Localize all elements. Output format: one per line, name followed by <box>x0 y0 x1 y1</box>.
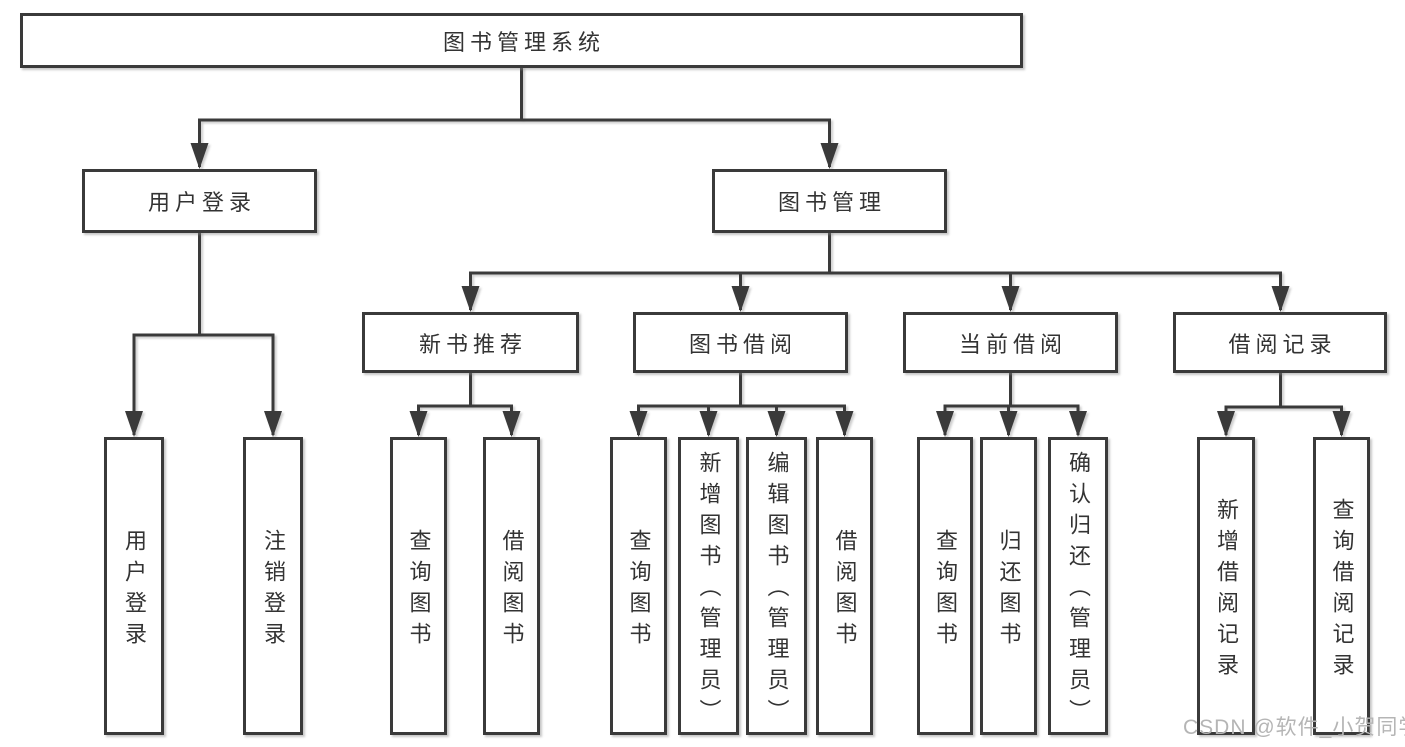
node-root-label: 图书管理系统 <box>442 29 605 55</box>
arrowhead <box>699 411 718 437</box>
arrowhead <box>835 411 854 437</box>
csdn-watermark: CSDN @软件_小贺同学 <box>1183 716 1405 739</box>
leaf-label: 查询图书 <box>933 528 958 653</box>
leaf-newbook-borrow-books: 借阅图书 <box>483 437 540 735</box>
node-user-login-module: 用户登录 <box>82 169 317 233</box>
leaf-label: 借阅图书 <box>499 528 525 653</box>
connector-borrow-record-to-leaves <box>1224 405 1343 435</box>
node-label: 新书推荐 <box>418 331 527 357</box>
arrowhead <box>1332 411 1351 437</box>
leaf-newbook-query-books: 查询图书 <box>390 437 447 735</box>
arrowhead <box>767 411 786 437</box>
leaf-borrow-borrow-books: 借阅图书 <box>816 437 873 735</box>
connector-book-borrow-to-leaves <box>637 404 846 435</box>
arrowhead <box>1217 411 1235 437</box>
arrowhead <box>936 411 954 437</box>
leaf-record-query-record: 查询借阅记录 <box>1313 437 1370 735</box>
connector-new-book-to-leaves <box>417 404 513 435</box>
arrowhead <box>125 411 143 437</box>
node-root: 图书管理系统 <box>20 13 1023 68</box>
node-label: 图书管理 <box>777 190 886 215</box>
arrowhead <box>1001 286 1020 312</box>
node-new-book-recommend: 新书推荐 <box>362 312 579 373</box>
leaf-label: 查询借阅记录 <box>1329 497 1355 684</box>
leaf-label: 新增借阅记录 <box>1214 497 1239 684</box>
leaf-current-query-books: 查询图书 <box>917 437 973 735</box>
leaf-borrow-query-books: 查询图书 <box>610 437 667 735</box>
leaf-label: 确认归还（管理员） <box>1066 451 1091 730</box>
arrowhead <box>461 286 480 312</box>
leaf-label: 查询图书 <box>626 528 652 653</box>
arrowhead <box>190 143 209 169</box>
leaf-label: 查询图书 <box>406 528 432 653</box>
arrowhead <box>629 411 648 437</box>
arrowhead <box>1271 286 1290 312</box>
arrowhead <box>999 411 1018 437</box>
leaf-current-confirm-return-admin: 确认归还（管理员） <box>1048 437 1108 735</box>
leaf-label: 新增图书（管理员） <box>696 451 722 730</box>
leaf-user-login: 用户登录 <box>104 437 164 735</box>
leaf-borrow-edit-books-admin: 编辑图书（管理员） <box>746 437 807 735</box>
node-book-borrowing: 图书借阅 <box>633 312 848 373</box>
arrowhead <box>1069 411 1087 437</box>
node-label: 图书借阅 <box>688 331 797 357</box>
leaf-logout: 注销登录 <box>243 437 303 735</box>
node-label: 借阅记录 <box>1228 331 1337 357</box>
node-current-borrowing: 当前借阅 <box>903 312 1118 373</box>
node-book-management-module: 图书管理 <box>712 169 947 233</box>
leaf-current-return-books: 归还图书 <box>980 437 1037 735</box>
connector-root-to-level2 <box>198 118 831 167</box>
leaf-borrow-add-books-admin: 新增图书（管理员） <box>678 437 739 735</box>
arrowhead <box>409 411 428 437</box>
leaf-label: 归还图书 <box>996 528 1022 653</box>
leaf-label: 编辑图书（管理员） <box>764 451 790 730</box>
leaf-record-add-record: 新增借阅记录 <box>1197 437 1255 735</box>
node-label: 用户登录 <box>147 190 256 215</box>
leaf-label: 用户登录 <box>122 528 147 653</box>
leaf-label: 注销登录 <box>261 528 286 653</box>
leaf-label: 借阅图书 <box>832 528 858 653</box>
arrowhead <box>502 411 521 437</box>
connector-user-login-to-leaves <box>132 333 275 435</box>
node-borrowing-records: 借阅记录 <box>1173 312 1387 373</box>
arrowhead <box>264 411 282 437</box>
connector-book-mgmt-to-level3 <box>469 271 1282 310</box>
node-label: 当前借阅 <box>958 331 1067 357</box>
arrowhead <box>731 286 750 312</box>
arrowhead <box>820 143 839 169</box>
